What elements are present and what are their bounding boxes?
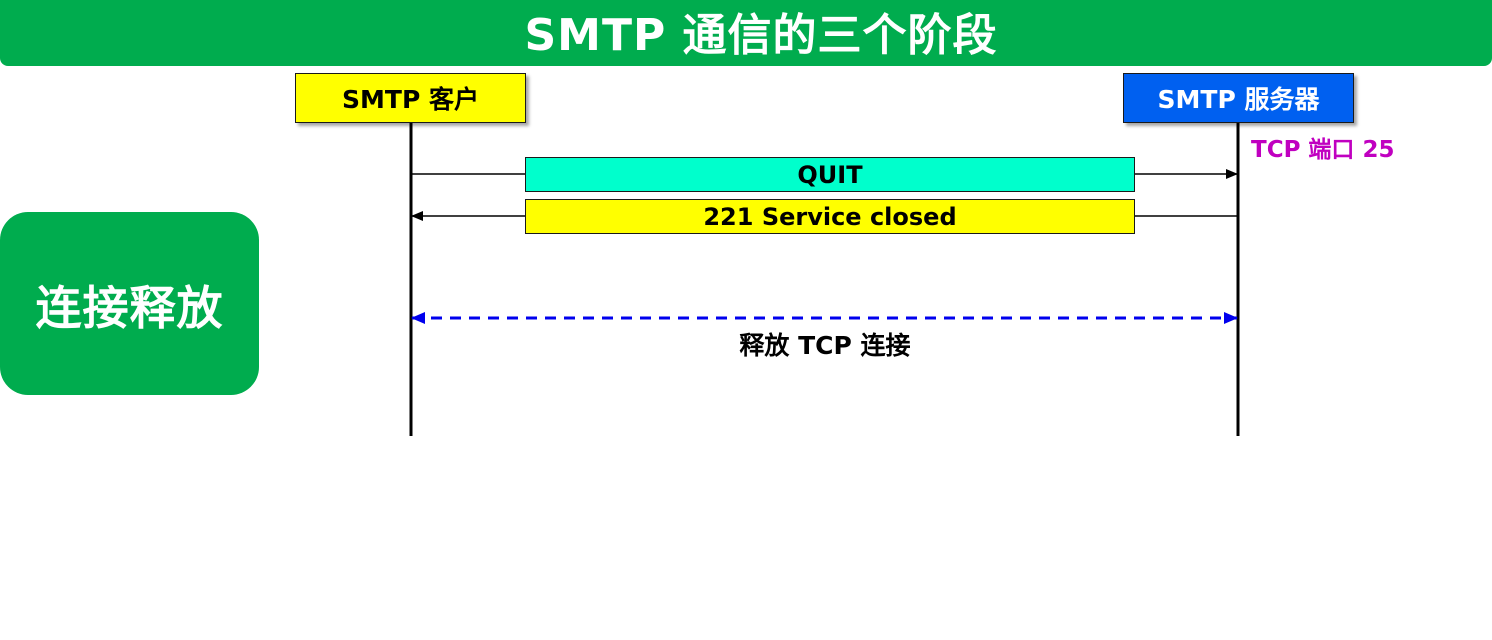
smtp-server-box: SMTP 服务器 [1123,73,1354,123]
title-bar: SMTP 通信的三个阶段 [0,0,1492,66]
server-port-label: TCP 端口 25 [1251,137,1395,163]
quit-message: QUIT [525,157,1135,192]
smtp-client-box: SMTP 客户 [295,73,526,123]
phase-box: 连接释放 [0,212,259,395]
release-tcp-label: 释放 TCP 连接 [739,331,911,360]
service-closed-message: 221 Service closed [525,199,1135,234]
page-title: SMTP 通信的三个阶段 [524,10,998,61]
phase-label: 连接释放 [35,280,224,335]
